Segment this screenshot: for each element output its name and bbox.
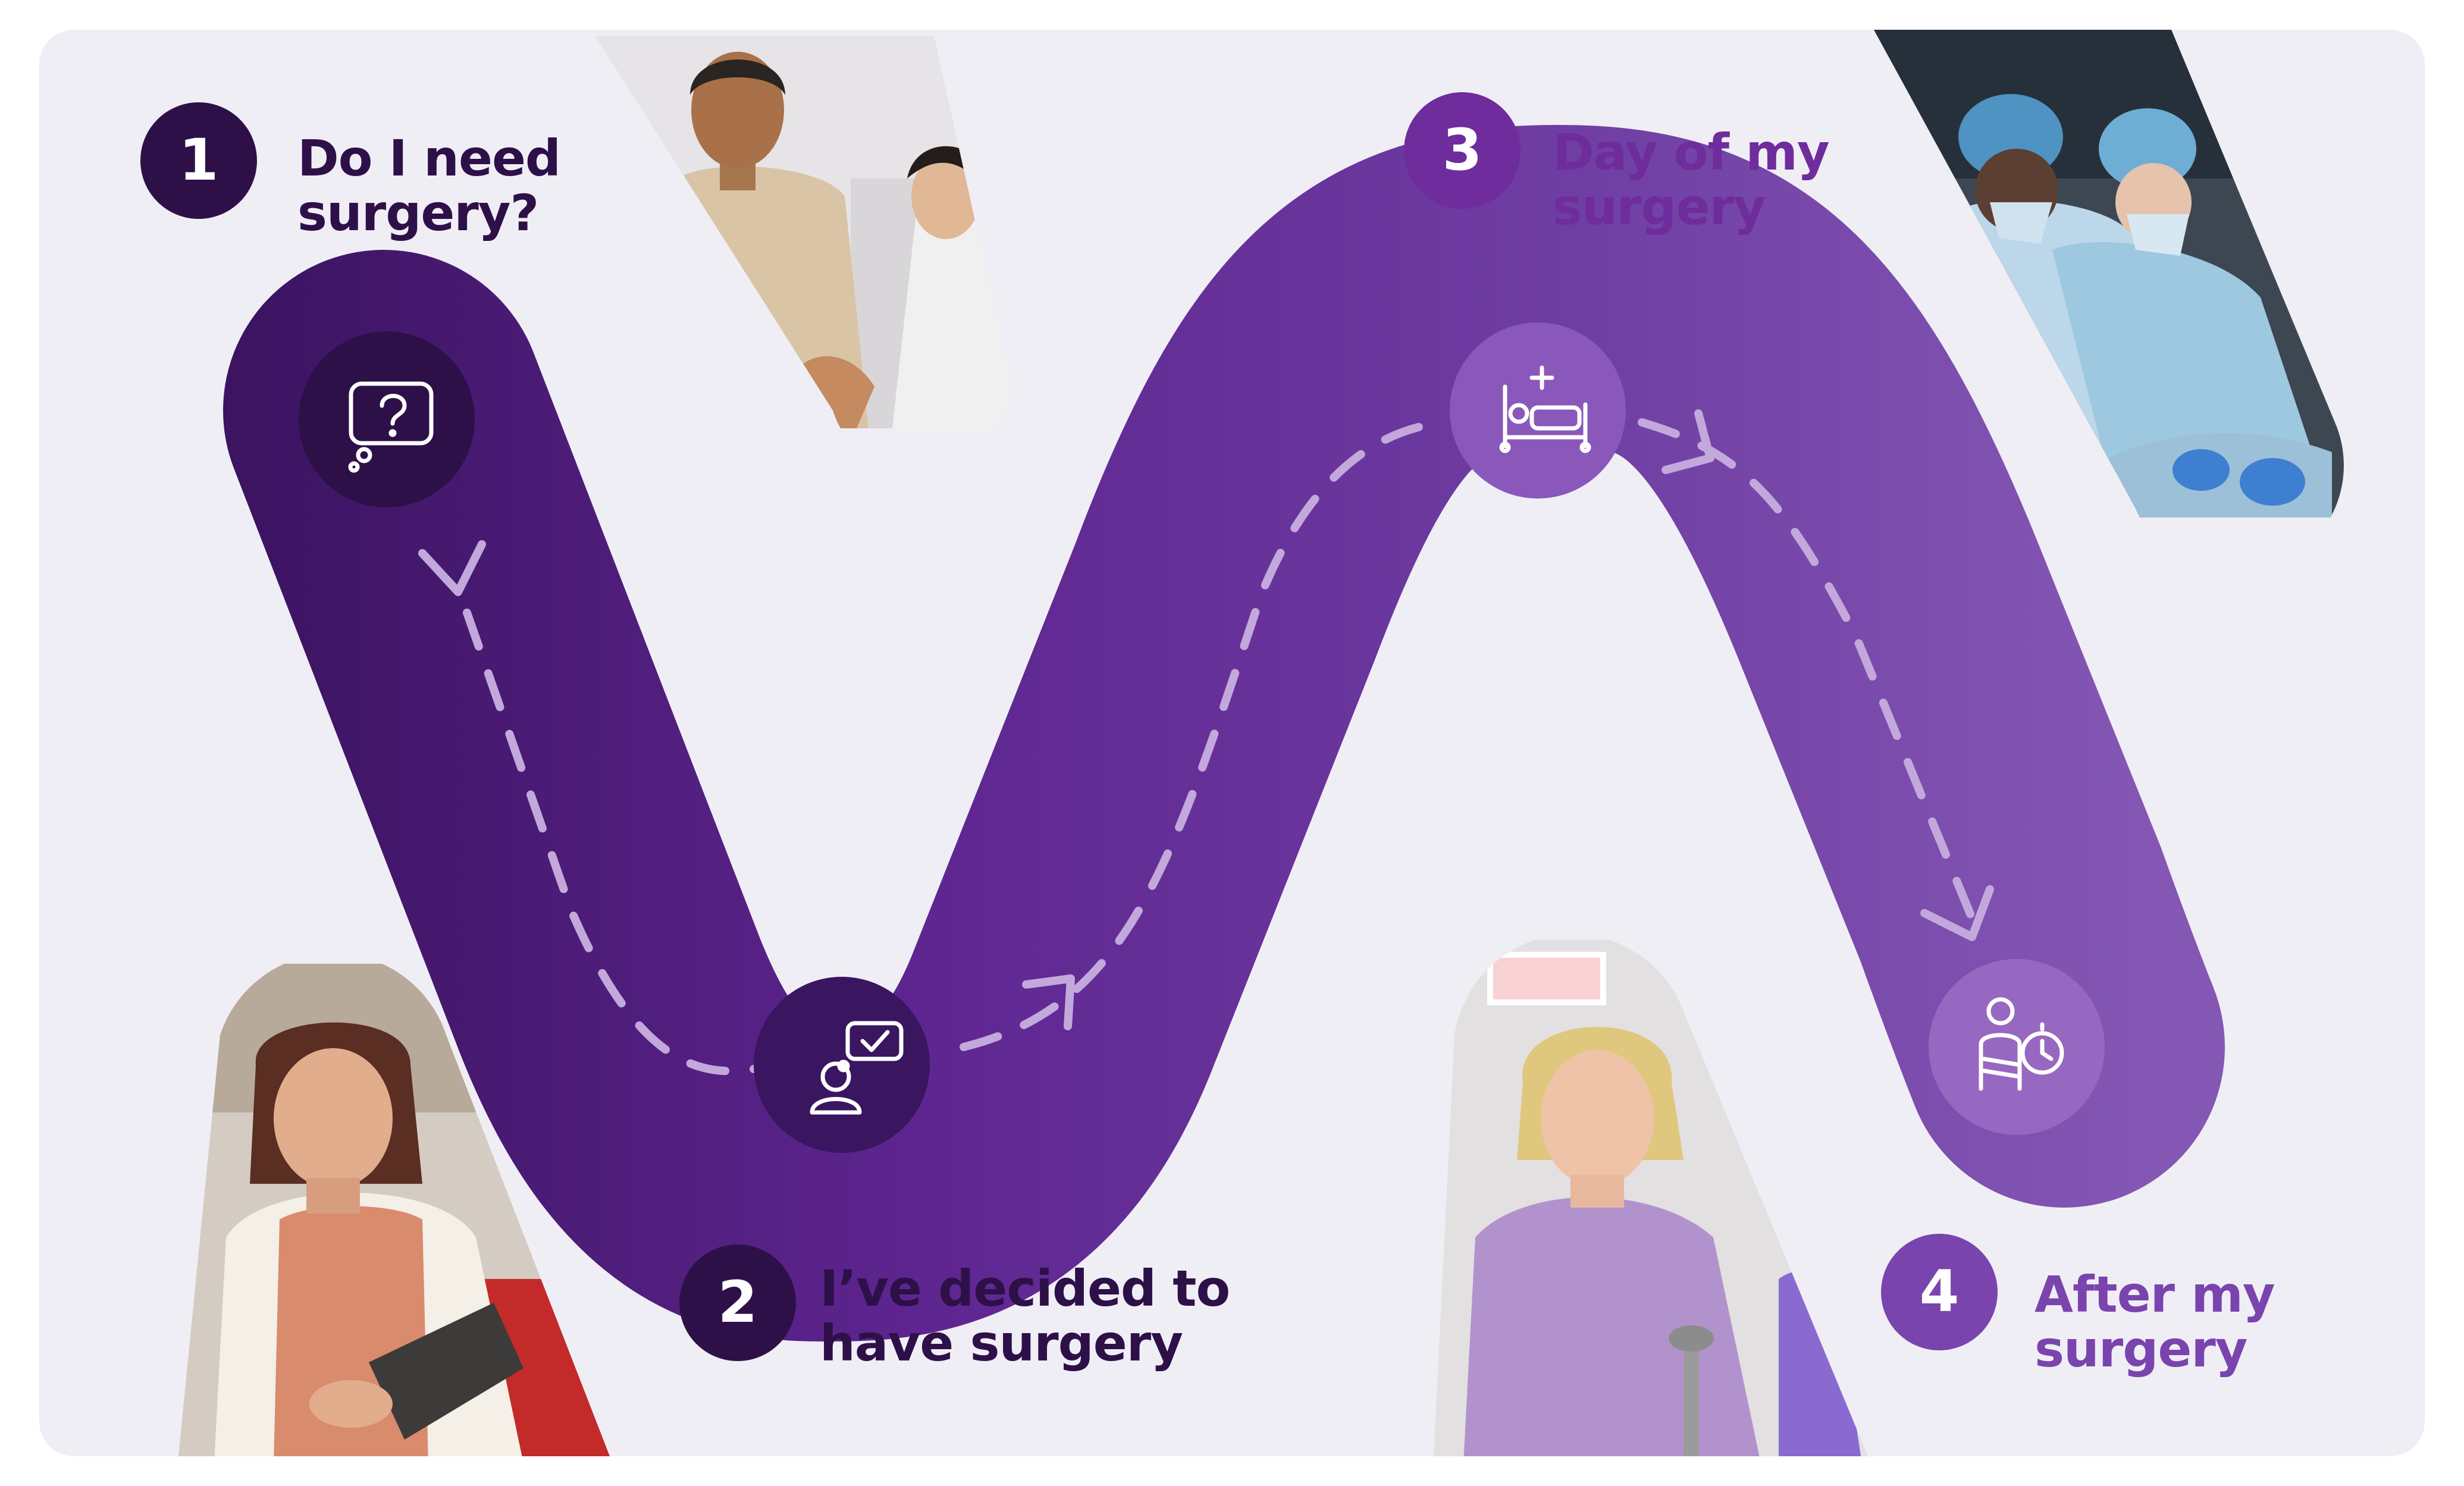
journey-road (223, 125, 2225, 1342)
arrow-down-icon (418, 540, 486, 596)
step2-number: 2 (718, 1269, 758, 1335)
person-sling-stopwatch-icon (1979, 997, 2064, 1091)
step3-title-line2: surgery (1553, 178, 1766, 236)
step4-title-line2: surgery (2034, 1320, 2248, 1378)
step1-title-line2: surgery? (297, 184, 539, 242)
step1-title: Do I need surgery? (297, 129, 561, 242)
person-checkmark-bubble-icon (810, 1021, 904, 1115)
step1-number: 1 (179, 127, 219, 193)
step1-icon-circle (299, 331, 475, 507)
step4-number-circle (1881, 1234, 1998, 1350)
arrow-down-icon (1920, 885, 1994, 941)
arrow-up-right-icon (1022, 974, 1075, 1030)
step2-title: I’ve decided to have surgery (820, 1261, 1230, 1371)
question-speech-bubble-icon (348, 381, 434, 473)
step2-number-circle (679, 1244, 796, 1361)
step2-title-line2: have surgery (820, 1314, 1183, 1372)
step3-number-circle (1404, 92, 1521, 209)
step2-title-line1: I’ve decided to (820, 1259, 1230, 1318)
step3-title-line1: Day of my (1553, 123, 1830, 181)
step3-number: 3 (1443, 117, 1482, 183)
step1-number-circle (140, 102, 257, 219)
step4-title-line1: After my (2034, 1265, 2275, 1324)
dashed-route-line (960, 418, 1450, 1051)
hospital-bed-icon (1499, 365, 1591, 453)
step4-number: 4 (1920, 1258, 1960, 1325)
step3-icon-circle (1450, 322, 1626, 499)
dashed-route-line (1638, 418, 1985, 944)
step4-icon-circle (1929, 959, 2105, 1135)
step4-title: After my surgery (2034, 1267, 2275, 1377)
step3-title: Day of my surgery (1553, 123, 1830, 236)
step1-title-line1: Do I need (297, 129, 561, 187)
arrow-right-icon (1662, 409, 1714, 474)
